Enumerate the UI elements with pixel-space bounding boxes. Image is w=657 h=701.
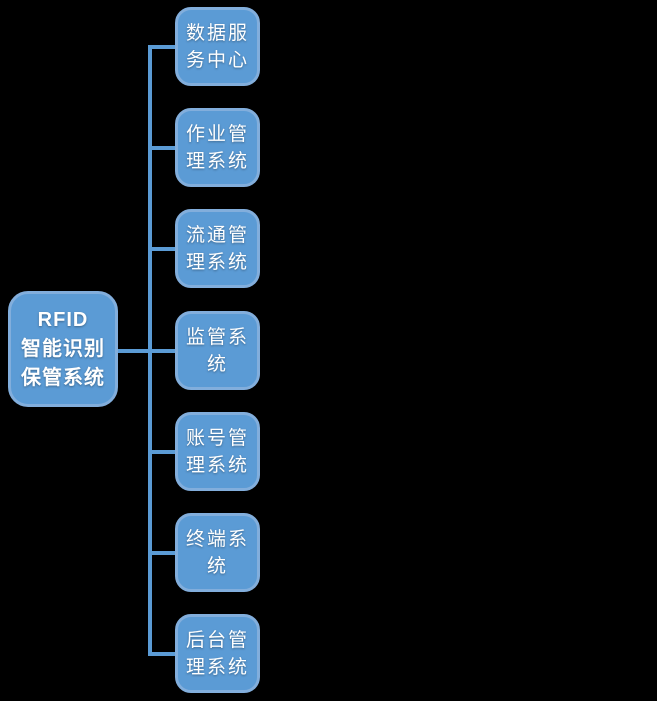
- connector-branch: [148, 450, 175, 454]
- node-terminal-system: 终端系 统: [175, 513, 260, 592]
- root-node: RFID 智能识别 保管系统: [8, 291, 118, 407]
- node-label: 数据服 务中心: [185, 22, 249, 71]
- connector-branch: [148, 146, 175, 150]
- connector-branch: [148, 247, 175, 251]
- node-operation-management: 作业管 理系统: [175, 108, 260, 187]
- node-backend-management: 后台管 理系统: [175, 614, 260, 693]
- node-circulation-management: 流通管 理系统: [175, 209, 260, 288]
- node-label: 后台管 理系统: [185, 629, 249, 678]
- connector-root-branch: [118, 349, 175, 353]
- node-label: 监管系 统: [185, 326, 249, 375]
- node-data-service-center: 数据服 务中心: [175, 7, 260, 86]
- root-node-label: RFID 智能识别 保管系统: [21, 308, 105, 389]
- connector-trunk: [148, 45, 152, 656]
- node-account-management: 账号管 理系统: [175, 412, 260, 491]
- connector-branch: [148, 45, 175, 49]
- node-label: 作业管 理系统: [185, 123, 249, 172]
- connector-branch: [148, 652, 175, 656]
- node-label: 终端系 统: [185, 528, 249, 577]
- node-label: 流通管 理系统: [185, 224, 249, 273]
- node-label: 账号管 理系统: [185, 427, 249, 476]
- node-supervision-system: 监管系 统: [175, 311, 260, 390]
- connector-branch: [148, 551, 175, 555]
